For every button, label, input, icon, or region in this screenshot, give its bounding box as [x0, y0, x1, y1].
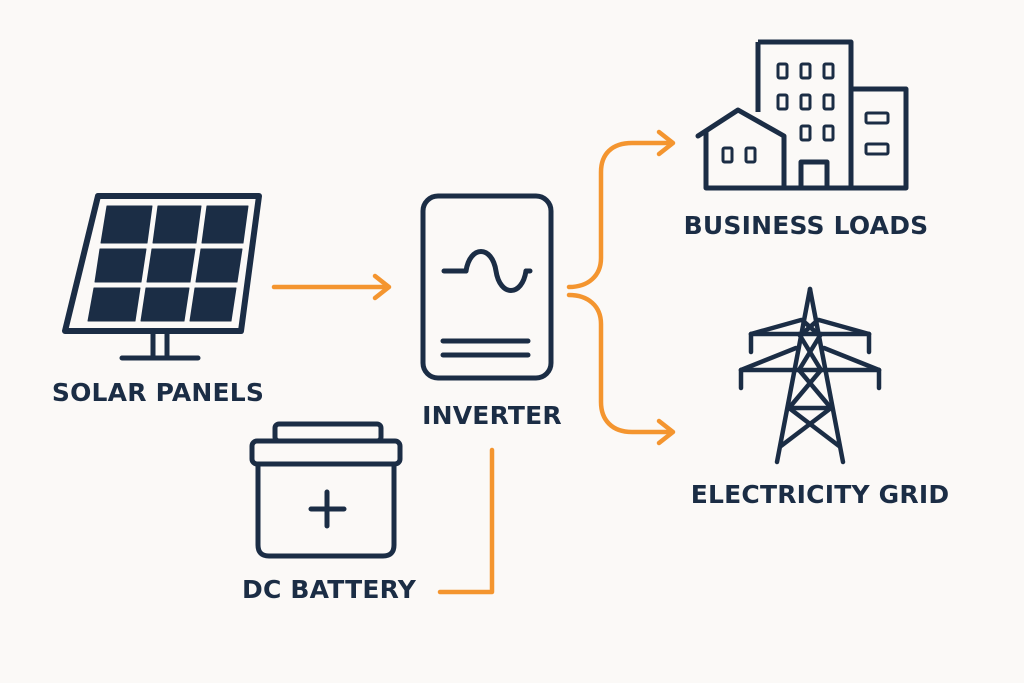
solar-panel-icon: [62, 193, 262, 361]
connector-battery-to-inverter: [437, 447, 495, 595]
connector-inverter-to-grid: [566, 292, 676, 446]
business-loads-label: BUSINESS LOADS: [683, 211, 929, 240]
inverter-icon: [420, 193, 554, 381]
transmission-tower-icon: [738, 286, 882, 465]
connector-solar-to-inverter: [271, 273, 392, 301]
dc-battery-label: DC BATTERY: [241, 575, 417, 604]
inverter-label: INVERTER: [422, 401, 562, 430]
battery-icon: [249, 421, 403, 559]
solar-panels-label: SOLAR PANELS: [51, 378, 265, 407]
connector-inverter-to-business: [566, 129, 676, 290]
buildings-icon: [695, 39, 909, 191]
electricity-grid-label: ELECTRICITY GRID: [690, 480, 950, 509]
